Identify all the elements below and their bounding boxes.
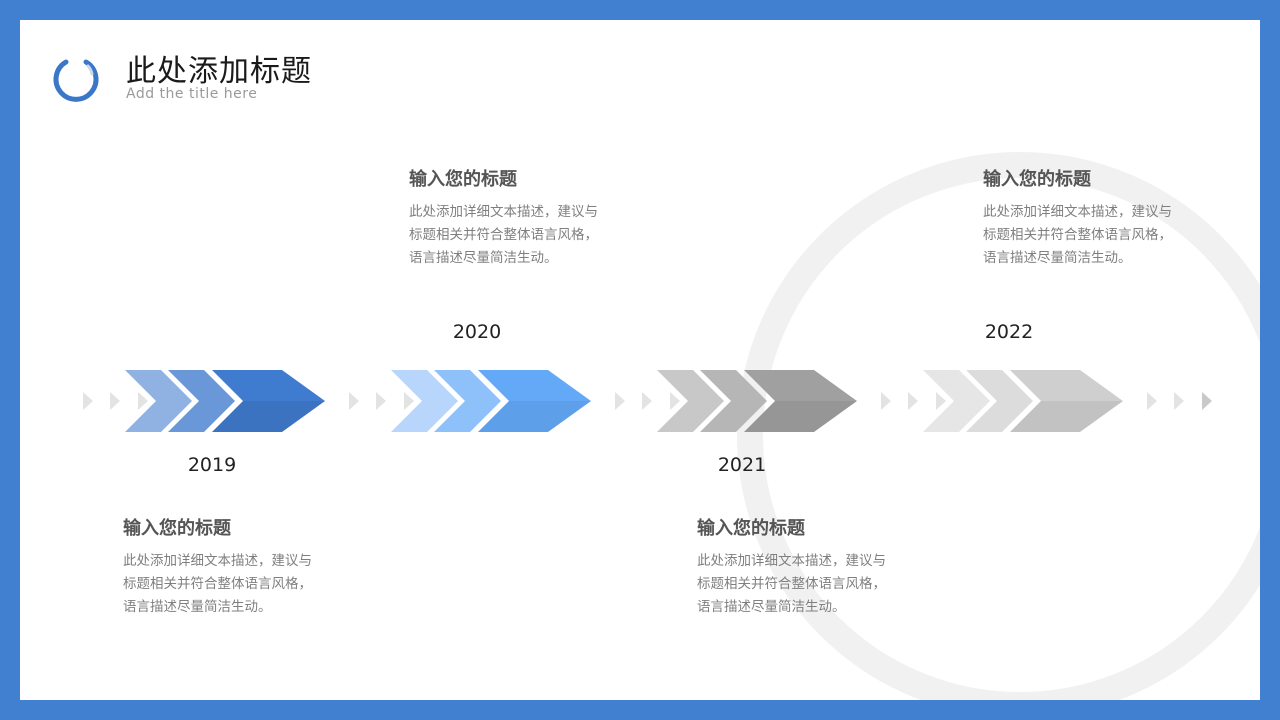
small-triangle-icon bbox=[908, 392, 918, 410]
small-triangle-icon bbox=[349, 392, 359, 410]
loading-ring-icon bbox=[53, 59, 99, 102]
small-triangle-icon bbox=[670, 392, 680, 410]
milestone-desc-line: 此处添加详细文本描述，建议与 bbox=[697, 553, 886, 569]
milestone-desc-line: 语言描述尽量简洁生动。 bbox=[123, 599, 272, 615]
milestone-2022: 输入您的标题 此处添加详细文本描述，建议与 标题相关并符合整体语言风格， 语言描… bbox=[983, 165, 1223, 270]
chevron-2019-a bbox=[125, 370, 192, 432]
small-triangle-icon bbox=[376, 392, 386, 410]
milestone-desc-line: 此处添加详细文本描述，建议与 bbox=[123, 553, 312, 569]
chevron-2020-arrow bbox=[478, 370, 591, 432]
page-subtitle: Add the title here bbox=[126, 86, 258, 102]
small-triangle-icon bbox=[83, 392, 93, 410]
year-label-2020: 2020 bbox=[452, 321, 502, 343]
timeline-arrows bbox=[83, 370, 1212, 432]
milestone-desc-line: 语言描述尽量简洁生动。 bbox=[697, 599, 846, 615]
small-triangle-icon bbox=[1147, 392, 1157, 410]
milestone-desc-line: 语言描述尽量简洁生动。 bbox=[409, 250, 558, 266]
page-title: 此处添加标题 bbox=[126, 54, 312, 89]
milestone-desc-line: 语言描述尽量简洁生动。 bbox=[983, 250, 1132, 266]
slide: 此处添加标题 Add the title here 2019 2020 2021… bbox=[20, 20, 1260, 700]
small-triangle-icon bbox=[138, 392, 148, 410]
small-triangle-icon bbox=[615, 392, 625, 410]
small-triangle-icon bbox=[881, 392, 891, 410]
chevron-2021-b bbox=[700, 370, 767, 432]
chevron-2022-b bbox=[966, 370, 1033, 432]
year-label-2019: 2019 bbox=[187, 454, 237, 476]
small-triangle-icon bbox=[642, 392, 652, 410]
small-triangle-icon bbox=[110, 392, 120, 410]
milestone-desc-line: 此处添加详细文本描述，建议与 bbox=[983, 204, 1172, 220]
chevron-2022-a bbox=[923, 370, 990, 432]
milestone-2020: 输入您的标题 此处添加详细文本描述，建议与 标题相关并符合整体语言风格， 语言描… bbox=[409, 165, 649, 270]
milestone-heading: 输入您的标题 bbox=[983, 169, 1091, 190]
milestone-2021: 输入您的标题 此处添加详细文本描述，建议与 标题相关并符合整体语言风格， 语言描… bbox=[697, 514, 937, 619]
small-triangle-icon bbox=[936, 392, 946, 410]
chevron-2019-b bbox=[168, 370, 235, 432]
milestone-desc-line: 标题相关并符合整体语言风格， bbox=[123, 576, 312, 592]
chevron-2020-a bbox=[391, 370, 458, 432]
background-ring bbox=[737, 152, 1260, 700]
chevron-2022-arrow-shade bbox=[1010, 401, 1123, 432]
milestone-desc-line: 标题相关并符合整体语言风格， bbox=[983, 227, 1172, 243]
small-triangle-icon bbox=[1202, 392, 1212, 410]
milestone-heading: 输入您的标题 bbox=[697, 518, 805, 539]
milestone-2019: 输入您的标题 此处添加详细文本描述，建议与 标题相关并符合整体语言风格， 语言描… bbox=[123, 514, 363, 619]
year-label-2022: 2022 bbox=[984, 321, 1034, 343]
chevron-2020-b bbox=[434, 370, 501, 432]
chevron-2019-arrow-shade bbox=[212, 401, 325, 432]
milestone-heading: 输入您的标题 bbox=[409, 169, 517, 190]
small-triangle-icon bbox=[404, 392, 414, 410]
milestone-heading: 输入您的标题 bbox=[123, 518, 231, 539]
chevron-2021-arrow bbox=[744, 370, 857, 432]
chevron-2022-arrow bbox=[1010, 370, 1123, 432]
small-triangle-icon bbox=[1174, 392, 1184, 410]
milestone-desc-line: 标题相关并符合整体语言风格， bbox=[409, 227, 598, 243]
chevron-2020-arrow-shade bbox=[478, 401, 591, 432]
milestone-desc-line: 标题相关并符合整体语言风格， bbox=[697, 576, 886, 592]
year-label-2021: 2021 bbox=[717, 454, 767, 476]
chevron-2021-arrow-shade bbox=[744, 401, 857, 432]
milestone-desc-line: 此处添加详细文本描述，建议与 bbox=[409, 204, 598, 220]
chevron-2021-a bbox=[657, 370, 724, 432]
chevron-2019-arrow bbox=[212, 370, 325, 432]
